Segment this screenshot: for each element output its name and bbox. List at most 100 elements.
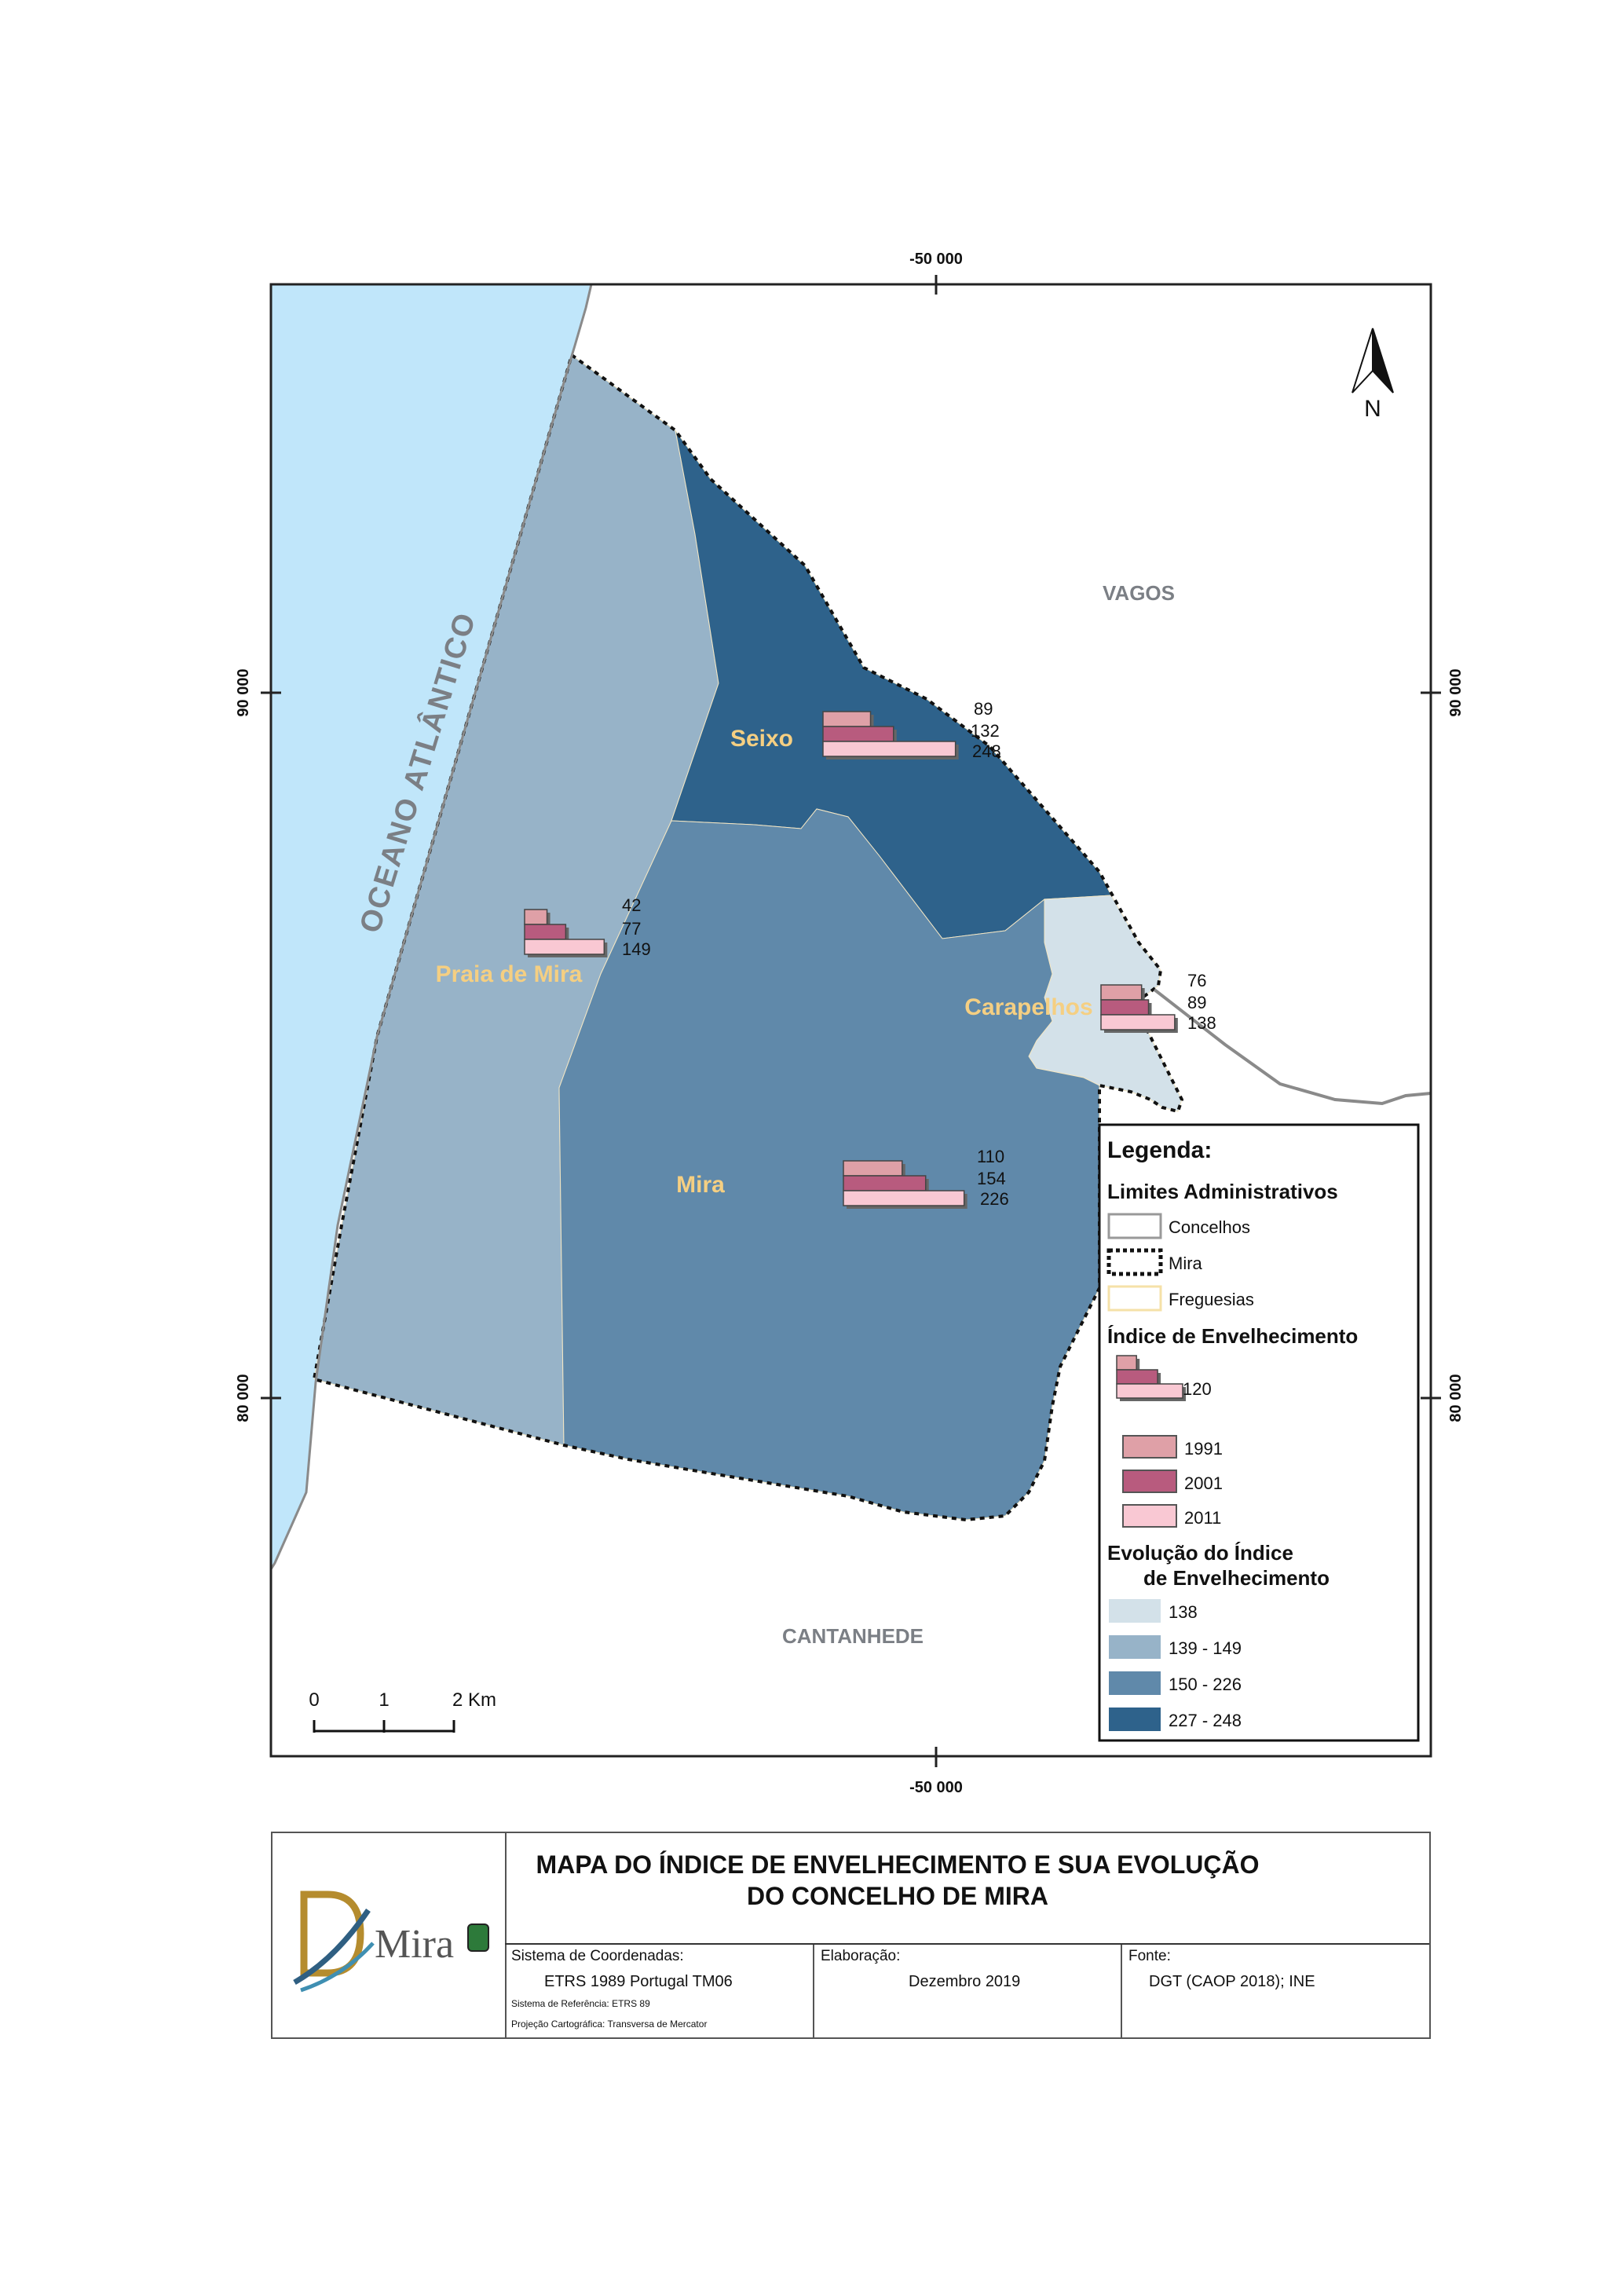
- aging-index-bars-carapelhos: [1100, 984, 1178, 1033]
- bar-value-carapelhos-2001: 89: [1187, 993, 1206, 1012]
- legend-class-label-3: 227 - 248: [1169, 1711, 1242, 1730]
- bar-legend-sample-2001: [1116, 1369, 1158, 1385]
- bar-carapelhos-2011: [1100, 1014, 1176, 1030]
- legend-label-1991: 1991: [1184, 1439, 1223, 1459]
- source-header: Fonte:: [1128, 1948, 1171, 1964]
- parish-label-seixo: Seixo: [730, 726, 793, 752]
- bar-seixo-2011: [822, 741, 956, 757]
- neighbor-cantanhede: CANTANHEDE: [782, 1624, 924, 1648]
- map-frame: [269, 283, 1432, 1758]
- grid-label-x-bottom: -50 000: [909, 1779, 963, 1796]
- legend-swatch-1991: [1122, 1435, 1177, 1459]
- legend-class-label-1: 139 - 149: [1169, 1638, 1242, 1658]
- north-arrow-icon: [1352, 328, 1394, 393]
- title-divider: [505, 1943, 1429, 1945]
- bar-value-seixo-1991: 89: [974, 699, 993, 719]
- grid-label-y-lower-left: 80 000: [235, 1374, 252, 1422]
- legend-evolution-title-1: Evolução do Índice: [1107, 1541, 1293, 1565]
- bar-legend-sample-2011: [1116, 1383, 1183, 1399]
- legend-label-mira: Mira: [1169, 1254, 1203, 1273]
- info-separator-1: [813, 1945, 814, 2037]
- legend-swatch-concelhos: [1107, 1213, 1162, 1239]
- legend-evolution-title-2: de Envelhecimento: [1143, 1566, 1330, 1590]
- legend-class-swatch-0: [1109, 1599, 1161, 1623]
- logo-text: Mira: [375, 1922, 454, 1967]
- legend-swatch-2011: [1122, 1504, 1177, 1528]
- bar-carapelhos-2001: [1100, 999, 1150, 1016]
- legend-class-swatch-1: [1109, 1635, 1161, 1659]
- bar-seixo-1991: [822, 711, 872, 727]
- map-title: MAPA DO ÍNDICE DE ENVELHECIMENTO E SUA E…: [505, 1849, 1290, 1912]
- elab-header: Elaboração:: [821, 1948, 901, 1964]
- scale-tick-2: 2 Km: [452, 1689, 496, 1711]
- grid-label-y-upper-right: 90 000: [1447, 668, 1465, 716]
- legend-title: Legenda:: [1107, 1137, 1212, 1163]
- parish-label-carapelhos: Carapelhos: [964, 994, 1092, 1020]
- coords-cell: Sistema de Coordenadas: ETRS 1989 Portug…: [505, 1945, 813, 2037]
- ocean-area: [271, 284, 591, 1569]
- parish-label-praia-de-mira: Praia de Mira: [436, 961, 583, 987]
- bar-value-seixo-2001: 132: [971, 721, 1000, 741]
- legend: Legenda: Limites Administrativos Concelh…: [1098, 1123, 1420, 1742]
- bar-value-carapelhos-2011: 138: [1187, 1013, 1216, 1033]
- elab-value: Dezembro 2019: [909, 1973, 1021, 1990]
- grid-label-y-lower-right: 80 000: [1447, 1374, 1465, 1422]
- info-separator-2: [1121, 1945, 1122, 2037]
- grid-ticks: [261, 275, 1441, 1767]
- legend-class-swatch-2: [1109, 1671, 1161, 1695]
- bar-legend-sample-1991: [1116, 1355, 1137, 1371]
- map-title-line1: MAPA DO ÍNDICE DE ENVELHECIMENTO E SUA E…: [536, 1850, 1260, 1879]
- coat-of-arms-icon: [467, 1923, 489, 1952]
- grid-label-y-upper-left: 90 000: [235, 668, 252, 716]
- title-block: Mira MAPA DO ÍNDICE DE ENVELHECIMENTO E …: [271, 1832, 1431, 2039]
- legend-sample-bars: [1116, 1355, 1186, 1401]
- legend-label-2001: 2001: [1184, 1473, 1223, 1493]
- legend-label-freguesias: Freguesias: [1169, 1290, 1254, 1309]
- legend-swatch-freguesias: [1107, 1285, 1162, 1312]
- legend-label-2011: 2011: [1184, 1508, 1221, 1528]
- bar-value-mira-2011: 226: [980, 1189, 1009, 1209]
- legend-label-concelhos: Concelhos: [1169, 1217, 1250, 1237]
- bar-seixo-2001: [822, 726, 894, 742]
- legend-class-swatch-3: [1109, 1708, 1161, 1731]
- aging-index-bars-seixo: [822, 711, 959, 760]
- bar-mira-2001: [843, 1175, 927, 1191]
- coastline: [271, 284, 593, 1570]
- mira-boundary: [312, 352, 1184, 1522]
- map-title-line2: DO CONCELHO DE MIRA: [747, 1882, 1048, 1910]
- neighbor-vagos: VAGOS: [1103, 581, 1175, 605]
- source-cell: Fonte: DGT (CAOP 2018); INE: [1122, 1945, 1428, 2037]
- north-label: N: [1364, 396, 1381, 422]
- bar-value-praia-2001: 77: [622, 919, 641, 939]
- aging-index-bars-mira: [843, 1160, 967, 1209]
- scale-bar: [313, 1720, 455, 1733]
- source-value: DGT (CAOP 2018); INE: [1149, 1973, 1315, 1990]
- legend-admin-title: Limites Administrativos: [1107, 1180, 1338, 1203]
- aging-index-bars-praia-de-mira: [524, 909, 608, 957]
- scale-tick-0: 0: [309, 1689, 319, 1711]
- coords-header: Sistema de Coordenadas:: [511, 1948, 684, 1964]
- grid-label-x-top: -50 000: [909, 251, 963, 268]
- bar-value-praia-2011: 149: [622, 939, 651, 959]
- bar-value-mira-1991: 110: [977, 1147, 1004, 1166]
- elab-cell: Elaboração: Dezembro 2019: [814, 1945, 1121, 2037]
- legend-swatch-mira: [1106, 1248, 1163, 1276]
- legend-class-label-2: 150 - 226: [1169, 1675, 1242, 1694]
- mira-logo-icon: Mira: [293, 1891, 489, 1993]
- bar-value-seixo-2011: 248: [972, 741, 1001, 761]
- bar-value-carapelhos-1991: 76: [1187, 971, 1206, 990]
- coords-value: ETRS 1989 Portugal TM06: [544, 1973, 733, 1990]
- legend-index-title: Índice de Envelhecimento: [1107, 1324, 1358, 1348]
- bar-mira-1991: [843, 1160, 903, 1177]
- legend-class-label-0: 138: [1169, 1602, 1198, 1622]
- bar-mira-2011: [843, 1190, 965, 1206]
- logo-cell: Mira: [272, 1833, 507, 2037]
- bar-praia-de-mira-2011: [524, 939, 605, 955]
- concelho-boundary: [1153, 988, 1431, 1106]
- projection: Projeção Cartográfica: Transversa de Mer…: [511, 2019, 708, 2030]
- parish-label-mira: Mira: [676, 1172, 725, 1198]
- scale-tick-1: 1: [379, 1689, 389, 1711]
- ref-system: Sistema de Referência: ETRS 89: [511, 1998, 650, 2009]
- legend-sample-value: 120: [1183, 1379, 1212, 1399]
